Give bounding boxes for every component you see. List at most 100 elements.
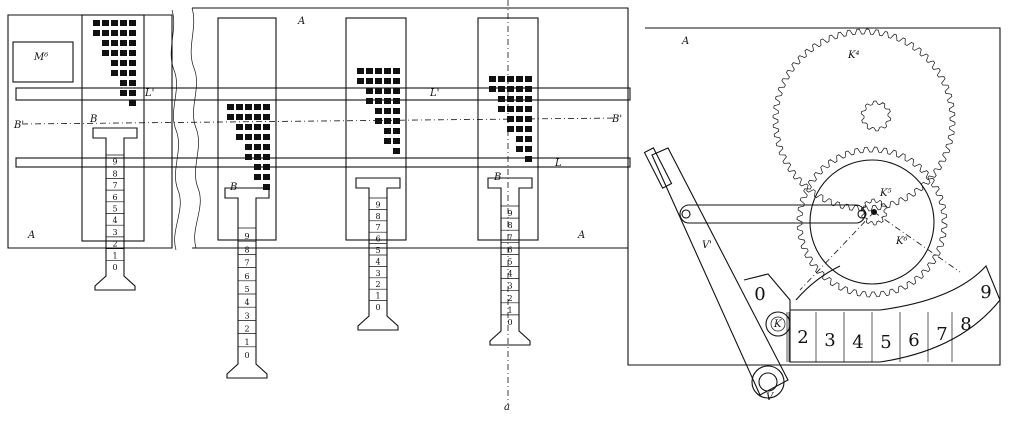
label-l-upper-2: L' xyxy=(144,88,154,99)
drum-tooth xyxy=(120,60,127,66)
drum-tooth xyxy=(384,68,391,74)
drum-tooth xyxy=(366,78,373,84)
rack-digit: 9 xyxy=(507,209,512,218)
pinion-k5 xyxy=(860,198,888,226)
drum-tooth xyxy=(254,134,261,140)
housing-3 xyxy=(345,17,407,241)
drum-tooth xyxy=(263,184,270,190)
rack-digit: 4 xyxy=(375,257,380,266)
drum-tooth xyxy=(254,154,261,160)
drum-tooth xyxy=(236,104,243,110)
drum-tooth xyxy=(366,88,373,94)
drum-tooth xyxy=(393,108,400,114)
label-a-right: A xyxy=(681,36,689,47)
drum-tooth xyxy=(129,50,136,56)
link-pivot-right xyxy=(857,209,867,219)
label-k-small: K xyxy=(773,319,782,330)
drum-tooth xyxy=(393,68,400,74)
label-a-left: A xyxy=(27,230,35,241)
drum-tooth xyxy=(129,70,136,76)
rack-digit: 9 xyxy=(375,200,380,209)
rack-digit: 9 xyxy=(112,158,117,167)
drum-tooth xyxy=(236,124,243,130)
drum-tooth xyxy=(129,60,136,66)
drum-tooth xyxy=(393,148,400,154)
drum-tooth xyxy=(254,164,261,170)
drum-tooth xyxy=(254,104,261,110)
drum-tooth xyxy=(507,116,514,122)
rack-digit: 6 xyxy=(244,272,249,281)
drum-tooth xyxy=(525,126,532,132)
drum-tooth xyxy=(393,88,400,94)
label-a-axis: a xyxy=(504,402,510,413)
drum-tooth xyxy=(111,60,118,66)
drum-tooth xyxy=(227,104,234,110)
drum-tooth xyxy=(263,154,270,160)
drum-tooth xyxy=(254,174,261,180)
rack-digit: 3 xyxy=(244,311,249,320)
drum-tooth xyxy=(111,40,118,46)
rack-digit: 1 xyxy=(112,251,117,260)
dial-outline xyxy=(743,264,1001,363)
rack-digit: 3 xyxy=(112,228,117,237)
label-l-lower: L xyxy=(554,158,562,169)
rack-digit: 2 xyxy=(244,325,249,334)
drum-tooth xyxy=(254,114,261,120)
drum-tooth xyxy=(263,174,270,180)
drum-tooth xyxy=(525,76,532,82)
rack-digit: 7 xyxy=(244,259,249,268)
drum-tooth xyxy=(489,76,496,82)
base-plate-middle xyxy=(192,7,629,249)
drum-tooth xyxy=(129,100,136,106)
drum-tooth xyxy=(525,96,532,102)
rack-digit: 0 xyxy=(507,318,512,327)
label-k5: K⁵ xyxy=(879,188,891,199)
rack-slider xyxy=(224,187,270,379)
drum-tooth xyxy=(227,114,234,120)
rack-digit: 6 xyxy=(507,245,512,254)
dial-digit: 3 xyxy=(824,330,835,351)
drum-tooth xyxy=(375,98,382,104)
label-b1: B xyxy=(89,114,97,125)
dial-digit: 2 xyxy=(797,327,808,348)
drum-tooth xyxy=(254,124,261,130)
drum-tooth xyxy=(120,80,127,86)
drum-tooth xyxy=(111,20,118,26)
rack-digit: 9 xyxy=(244,232,249,241)
housing-2 xyxy=(217,17,277,241)
drum-tooth xyxy=(375,118,382,124)
drum-tooth xyxy=(120,20,127,26)
drum-tooth xyxy=(393,98,400,104)
drum-tooth xyxy=(516,136,523,142)
label-a-top: A xyxy=(297,16,305,27)
drum-tooth xyxy=(366,68,373,74)
drum-tooth xyxy=(498,76,505,82)
link-arm xyxy=(679,204,866,224)
drum-tooth xyxy=(516,126,523,132)
drum-tooth xyxy=(129,40,136,46)
drum-tooth xyxy=(236,114,243,120)
rack-digit: 5 xyxy=(112,205,117,214)
dial-digit: 4 xyxy=(852,332,863,353)
drum-tooth xyxy=(384,138,391,144)
drum-tooth xyxy=(507,76,514,82)
drum-tooth xyxy=(516,76,523,82)
bar-lower xyxy=(15,157,631,168)
dial-digit: 0 xyxy=(754,284,765,305)
drum-tooth xyxy=(102,40,109,46)
label-k4: K⁴ xyxy=(847,50,859,61)
drum-tooth xyxy=(93,30,100,36)
rack-digit: 8 xyxy=(507,221,512,230)
rack-digit: 4 xyxy=(112,216,117,225)
drum-tooth xyxy=(393,118,400,124)
rack-digit: 3 xyxy=(375,269,380,278)
drum-tooth xyxy=(357,68,364,74)
drum-tooth xyxy=(384,118,391,124)
drum-tooth xyxy=(357,78,364,84)
rack-digit: 2 xyxy=(375,280,380,289)
rack-digit: 6 xyxy=(375,235,380,244)
label-m6: M⁶ xyxy=(33,52,48,63)
